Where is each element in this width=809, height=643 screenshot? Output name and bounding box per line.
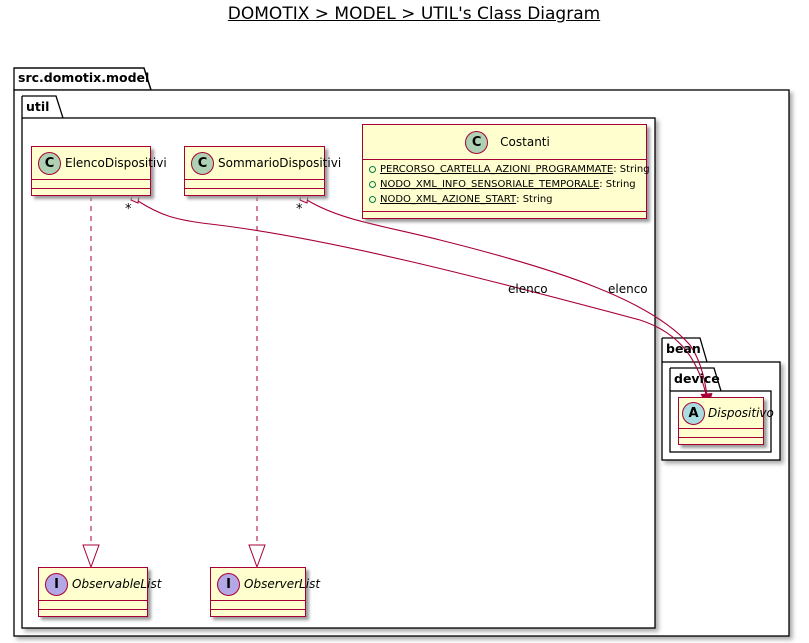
interface-badge-icon: I xyxy=(45,572,68,596)
class-separator xyxy=(211,600,305,609)
class-separator xyxy=(363,211,646,212)
class-badge-icon: C xyxy=(38,151,61,175)
realization-sommario-observerlist xyxy=(248,196,266,569)
class-header: C ElencoDispositivi xyxy=(32,147,167,179)
class-separator xyxy=(679,437,763,438)
class-name: ObserverList xyxy=(244,577,321,591)
public-visibility-icon xyxy=(369,166,376,173)
class-sommario-dispositivi[interactable]: C SommarioDispositivi xyxy=(184,146,341,196)
class-header: C Costanti xyxy=(363,125,646,159)
public-visibility-icon xyxy=(369,196,376,203)
attribute-name: PERCORSO_CARTELLA_AZIONI_PROGRAMMATE xyxy=(380,164,614,175)
class-name: ObservableList xyxy=(72,577,162,591)
role-label: elenco xyxy=(508,282,548,296)
attribute-name: NODO_XML_AZIONE_START xyxy=(380,194,517,205)
package-label-device: device xyxy=(674,371,720,386)
class-separator xyxy=(39,600,147,609)
class-header: I ObservableList xyxy=(39,568,161,600)
multiplicity-label: * xyxy=(125,202,132,217)
class-separator xyxy=(32,188,150,189)
attribute-type: : String xyxy=(599,179,636,190)
class-separator xyxy=(211,609,305,610)
class-separator xyxy=(32,179,150,188)
class-separator xyxy=(185,188,324,189)
package-label-model: src.domotix.model xyxy=(18,70,150,85)
attribute-row: PERCORSO_CARTELLA_AZIONI_PROGRAMMATE : S… xyxy=(363,162,650,177)
package-label-bean: bean xyxy=(666,341,701,356)
class-badge-icon: C xyxy=(465,130,489,154)
class-name: Dispositivo xyxy=(708,406,774,420)
attribute-row: NODO_XML_AZIONE_START : String xyxy=(363,192,646,207)
class-name: ElencoDispositivi xyxy=(65,156,167,170)
interface-badge-icon: I xyxy=(217,572,240,596)
attribute-name: NODO_XML_INFO_SENSORIALE_TEMPORALE xyxy=(380,179,600,190)
class-header: C SommarioDispositivi xyxy=(185,147,341,179)
interface-observer-list[interactable]: I ObserverList xyxy=(210,567,320,617)
package-label-util: util xyxy=(26,99,50,114)
class-badge-icon: C xyxy=(191,151,214,175)
class-separator xyxy=(39,609,147,610)
class-name: Costanti xyxy=(500,135,550,149)
multiplicity-label: * xyxy=(296,202,303,217)
class-header: A Dispositivo xyxy=(679,398,774,428)
class-elenco-dispositivi[interactable]: C ElencoDispositivi xyxy=(31,146,167,196)
diagram-title: DOMOTIX > MODEL > UTIL's Class Diagram xyxy=(227,4,601,24)
attribute-row: NODO_XML_INFO_SENSORIALE_TEMPORALE : Str… xyxy=(363,177,646,192)
abstract-class-dispositivo[interactable]: A Dispositivo xyxy=(678,397,774,445)
class-costanti[interactable]: C Costanti PERCORSO_CARTELLA_AZIONI_PROG… xyxy=(362,124,650,219)
interface-observable-list[interactable]: I ObservableList xyxy=(38,567,161,617)
class-name: SommarioDispositivi xyxy=(218,156,342,170)
class-separator xyxy=(185,179,324,188)
attribute-type: : String xyxy=(516,194,553,205)
public-visibility-icon xyxy=(369,181,376,188)
realization-elenco-observablelist xyxy=(82,196,100,569)
abstract-badge-icon: A xyxy=(682,401,705,425)
class-attributes: PERCORSO_CARTELLA_AZIONI_PROGRAMMATE : S… xyxy=(363,159,650,207)
role-label: elenco xyxy=(608,282,648,296)
attribute-type: : String xyxy=(613,164,650,175)
class-header: I ObserverList xyxy=(211,568,320,600)
class-separator xyxy=(679,428,763,437)
